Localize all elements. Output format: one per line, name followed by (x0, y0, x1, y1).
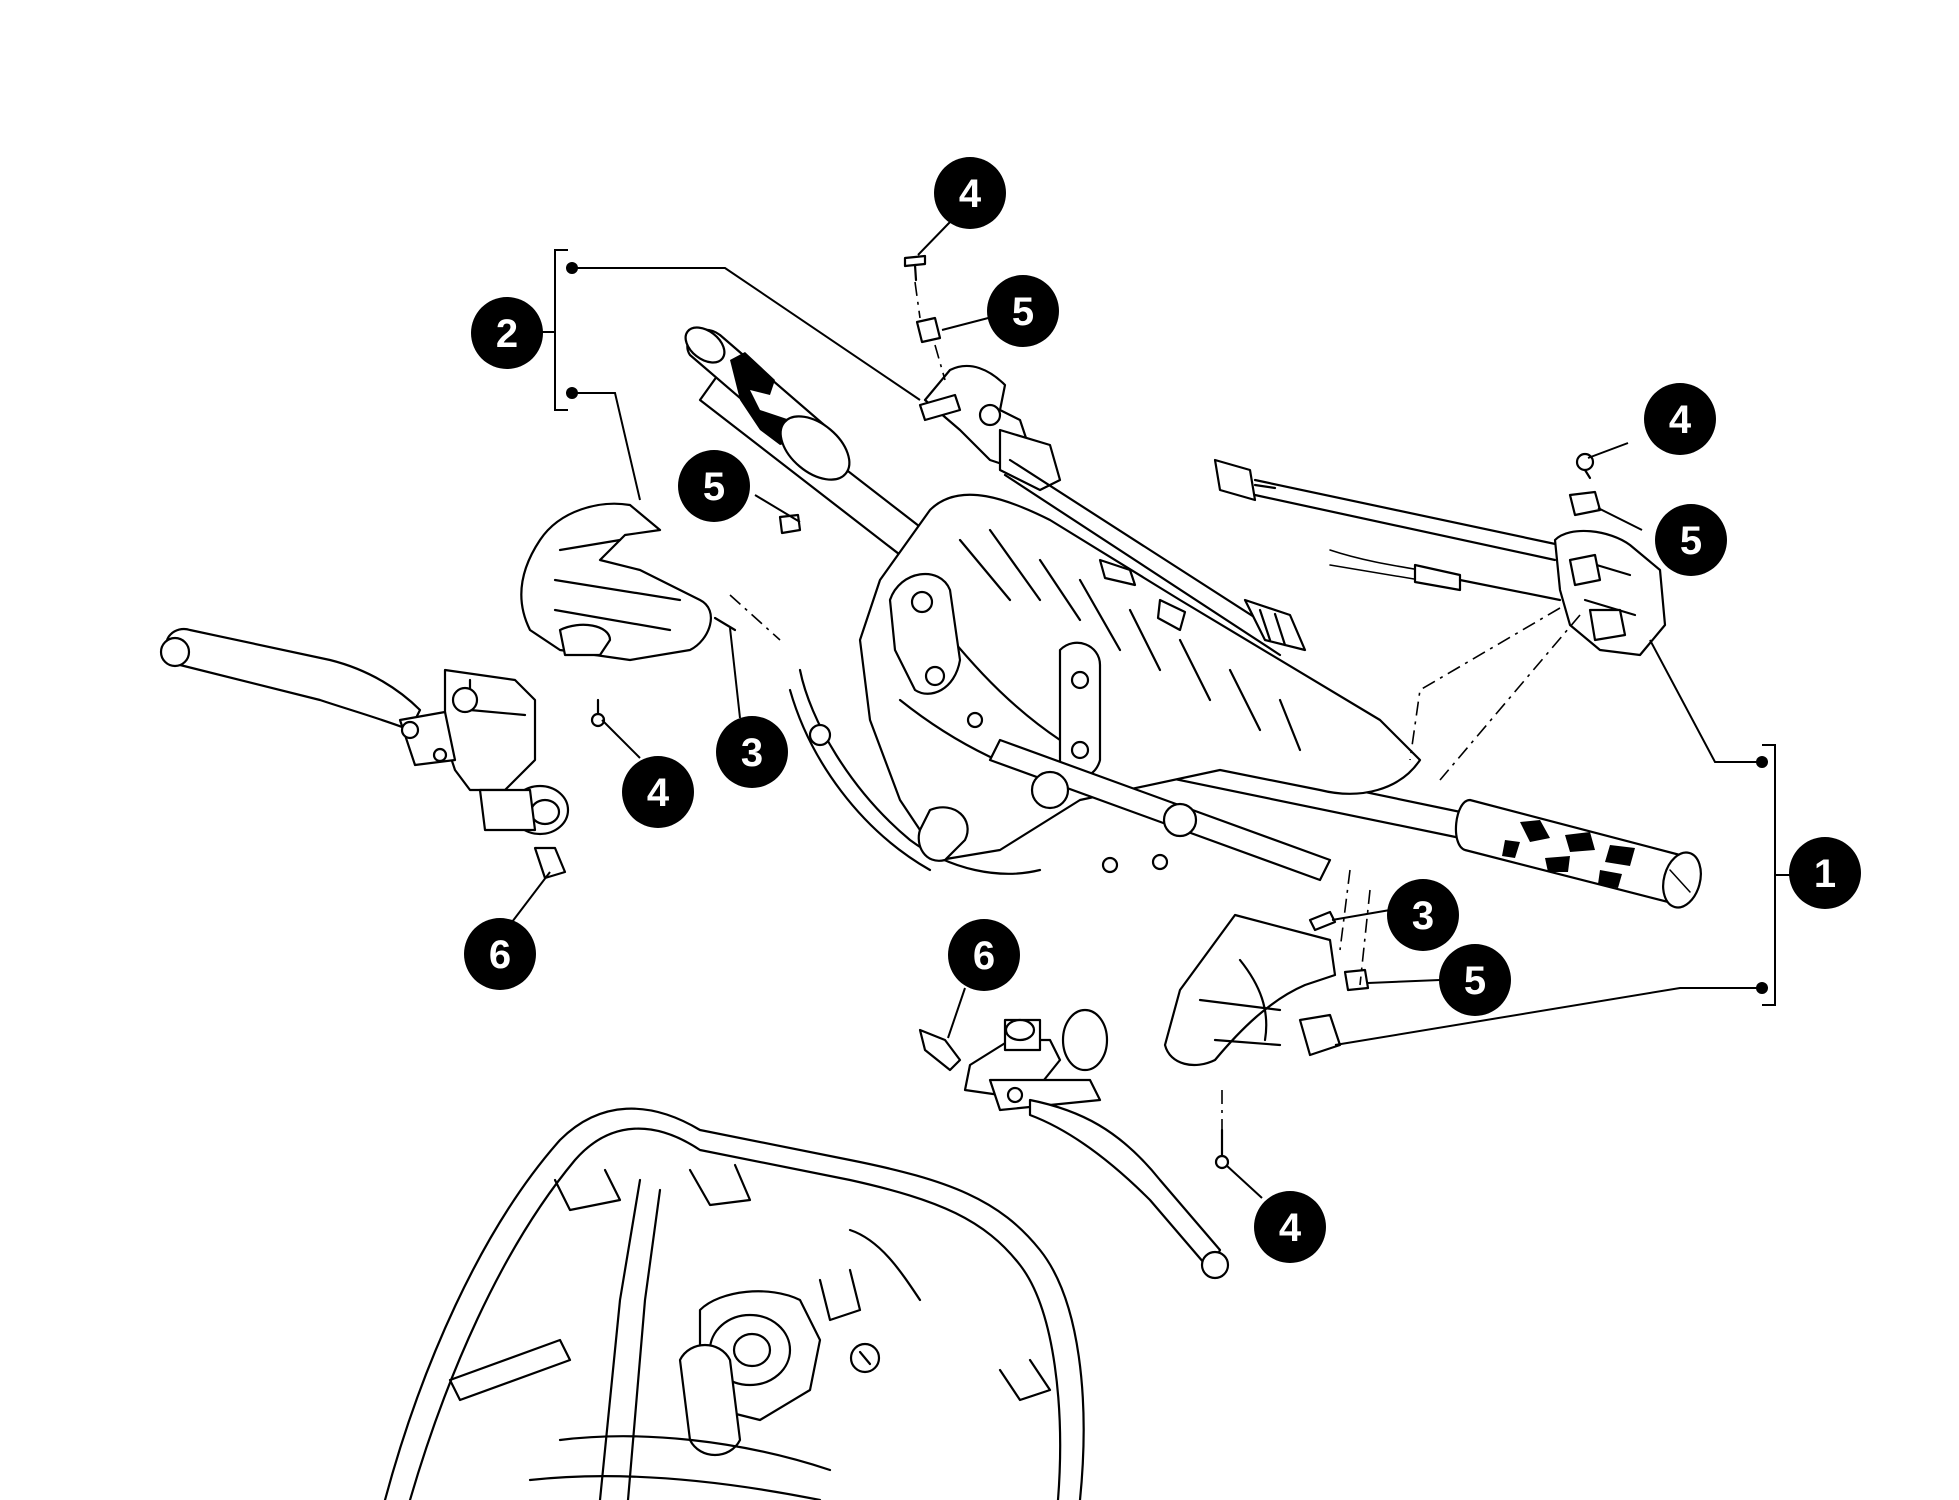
svg-text:5: 5 (1464, 959, 1486, 1003)
svg-text:4: 4 (1279, 1206, 1302, 1250)
callout-5: 5 (987, 275, 1059, 347)
alignment-lines (729, 281, 1581, 1150)
right-lever-assembly (963, 1008, 1230, 1280)
leader-lines (511, 221, 1643, 1199)
svg-text:2: 2 (496, 312, 518, 356)
left-switch-lower (520, 502, 712, 662)
svg-text:5: 5 (1680, 519, 1702, 563)
svg-text:5: 5 (1012, 290, 1034, 334)
svg-text:4: 4 (1669, 398, 1692, 442)
callout-6: 6 (464, 918, 536, 990)
callout-2: 2 (471, 297, 543, 369)
left-grip (684, 326, 851, 481)
callouts: 1 2 3 3 4 4 4 4 5 5 5 5 6 6 (464, 157, 1861, 1263)
right-switch-upper (1213, 458, 1667, 657)
bracket-2 (538, 249, 921, 501)
callout-4: 4 (934, 157, 1006, 229)
callout-5: 5 (678, 450, 750, 522)
svg-text:4: 4 (647, 771, 670, 815)
svg-text:3: 3 (1412, 894, 1434, 938)
svg-text:6: 6 (973, 934, 995, 978)
callout-6: 6 (948, 919, 1020, 991)
right-switch-lower (1163, 913, 1342, 1067)
svg-text:6: 6 (489, 933, 511, 977)
left-lever-assembly (159, 627, 570, 836)
callout-1: 1 (1789, 837, 1861, 909)
callout-5: 5 (1439, 944, 1511, 1016)
handlebar-assembly (684, 326, 1702, 909)
svg-text:1: 1 (1814, 852, 1836, 896)
svg-text:3: 3 (741, 731, 763, 775)
bracket-1 (1334, 639, 1790, 1046)
left-switch-upper (918, 365, 1307, 657)
callout-4: 4 (1254, 1191, 1326, 1263)
callout-4: 4 (622, 756, 694, 828)
callout-4: 4 (1644, 383, 1716, 455)
svg-text:5: 5 (703, 465, 725, 509)
callout-5: 5 (1655, 504, 1727, 576)
fasteners (533, 254, 1602, 1170)
callout-3: 3 (716, 716, 788, 788)
headlight-frame (383, 1107, 1085, 1500)
svg-text:4: 4 (959, 172, 982, 216)
callout-3: 3 (1387, 879, 1459, 951)
right-grip (1454, 798, 1702, 909)
